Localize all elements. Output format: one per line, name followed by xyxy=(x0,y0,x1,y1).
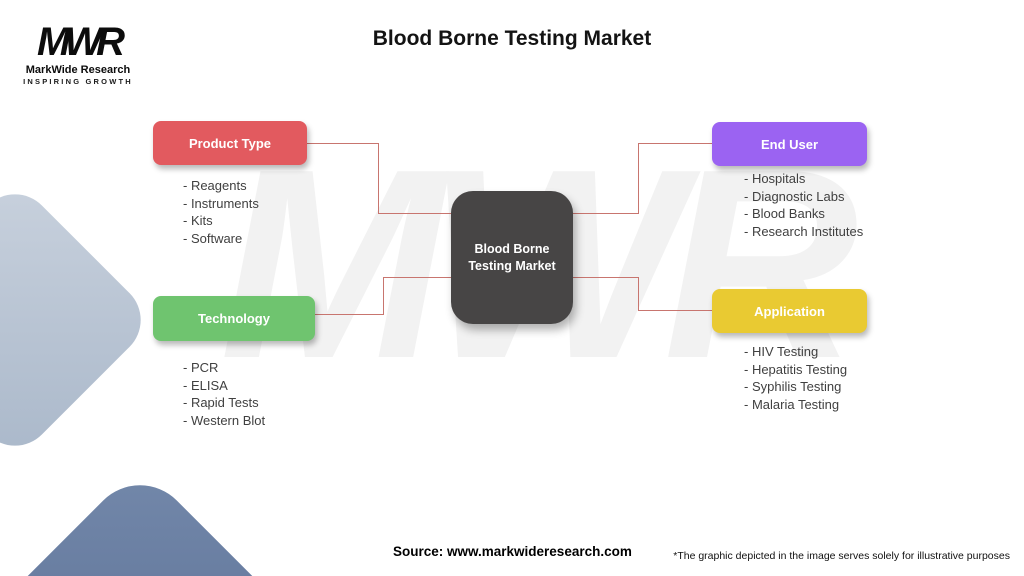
list-item: - Malaria Testing xyxy=(744,396,840,412)
node-application: Application xyxy=(712,289,867,333)
connector-app-h2 xyxy=(638,310,712,311)
page-title: Blood Borne Testing Market xyxy=(372,27,652,50)
connector-app-v xyxy=(638,277,639,311)
connector-product-h2 xyxy=(378,213,451,214)
list-item: - Software xyxy=(183,230,243,246)
technology-items: - PCR - ELISA - Rapid Tests - Western Bl… xyxy=(183,359,265,429)
disclaimer-text: *The graphic depicted in the image serve… xyxy=(673,550,1010,562)
connector-product-v xyxy=(378,143,379,214)
list-item: - Instruments xyxy=(183,195,259,211)
product-type-items: - Reagents - Instruments - Kits - Softwa… xyxy=(183,177,259,247)
source-text: Source: www.markwideresearch.com xyxy=(393,544,632,559)
list-item: - Western Blot xyxy=(183,412,266,428)
list-item: - Rapid Tests xyxy=(183,395,259,410)
list-item: - Hepatitis Testing xyxy=(744,361,848,377)
node-end-user: End User xyxy=(712,122,867,166)
node-technology: Technology xyxy=(153,296,315,341)
node-product-type: Product Type xyxy=(153,121,307,165)
center-node-blood-borne-testing-market: Blood Borne Testing Market xyxy=(451,191,573,324)
list-item: - ELISA xyxy=(183,377,228,393)
list-item: - Diagnostic Labs xyxy=(744,188,845,204)
connector-tech-h2 xyxy=(383,277,451,278)
list-item: - Blood Banks xyxy=(744,206,825,221)
end-user-items: - Hospitals - Diagnostic Labs - Blood Ba… xyxy=(744,170,863,240)
connector-app-h1 xyxy=(573,277,639,278)
list-item: - HIV Testing xyxy=(744,344,819,359)
logo-tagline: INSPIRING GROWTH xyxy=(23,77,133,86)
list-item: - Hospitals xyxy=(744,171,806,186)
list-item: - Reagents xyxy=(183,178,247,193)
connector-tech-v xyxy=(383,277,384,315)
connector-enduser-h1 xyxy=(573,213,639,214)
decoration-diamond-dark xyxy=(0,463,367,576)
markwide-research-logo: MWR MarkWide Research INSPIRING GROWTH xyxy=(18,22,138,86)
connector-enduser-h2 xyxy=(638,143,712,144)
list-item: - Research Institutes xyxy=(744,223,864,239)
logo-company-name: MarkWide Research xyxy=(25,64,131,76)
connector-tech-h1 xyxy=(315,314,384,315)
application-items: - HIV Testing - Hepatitis Testing - Syph… xyxy=(744,343,847,413)
list-item: - PCR xyxy=(183,360,219,375)
list-item: - Syphilis Testing xyxy=(744,379,842,394)
connector-product-h1 xyxy=(307,143,379,144)
list-item: - Kits xyxy=(183,213,213,228)
mwr-logo-icon: MWR xyxy=(37,20,125,64)
connector-enduser-v xyxy=(638,143,639,214)
